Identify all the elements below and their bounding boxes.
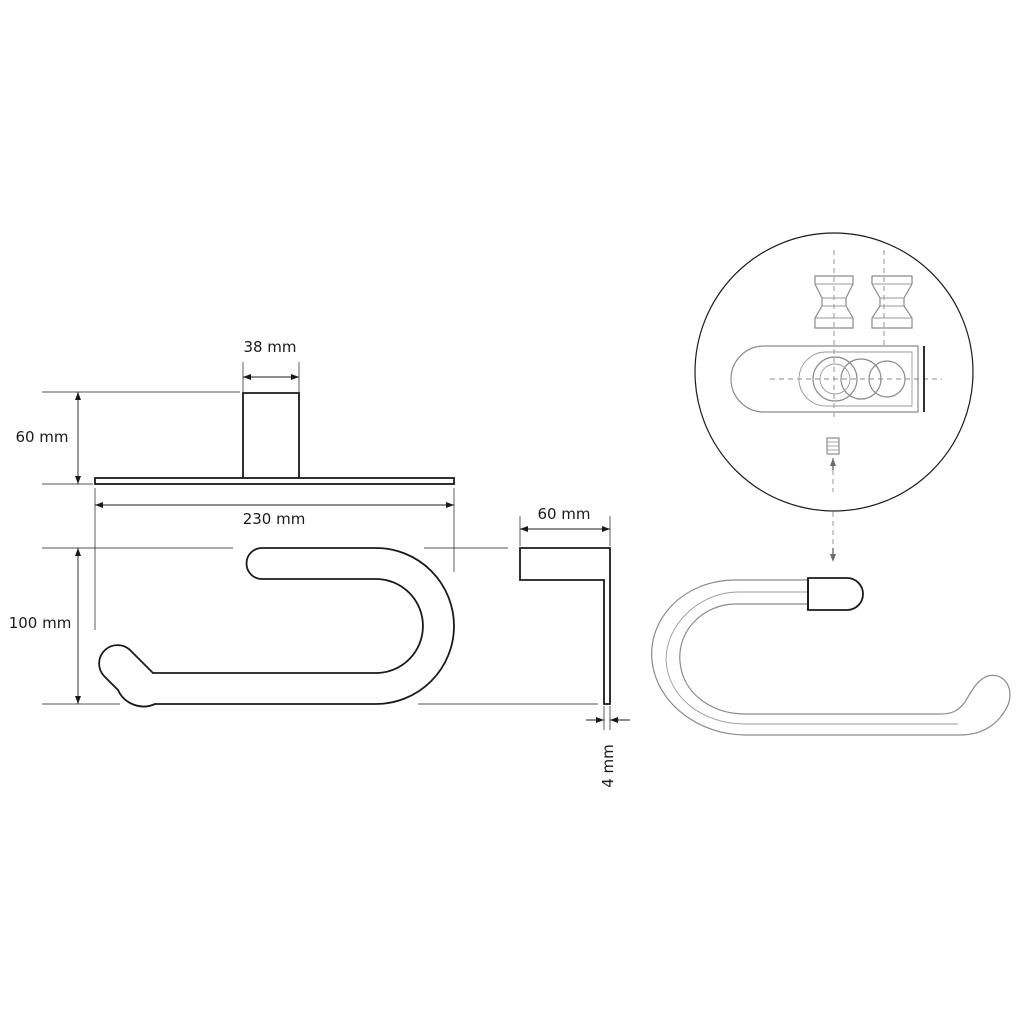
arrowhead: [596, 717, 604, 723]
arrowhead: [830, 554, 836, 562]
keyhole-screw-head: [819, 363, 851, 395]
perspective-hook-cap: [807, 577, 864, 611]
arrowhead: [520, 526, 528, 532]
arrowhead: [610, 717, 618, 723]
keyhole-small: [868, 360, 906, 398]
arrowhead: [291, 374, 299, 380]
arrowhead: [446, 502, 454, 508]
arrowhead: [830, 458, 836, 466]
mounting-bracket-outer: [730, 345, 919, 413]
arrowhead: [75, 476, 81, 484]
dimension-label-100: 100 mm: [9, 614, 72, 632]
dimension-label-60-depth: 60 mm: [537, 505, 590, 523]
top-view-mount-block: [242, 392, 300, 478]
dimension-label-38: 38 mm: [243, 338, 296, 356]
keyhole-large: [812, 356, 858, 402]
top-view: 38 mm 60 mm 230 mm: [15, 338, 455, 630]
dimension-label-60-height: 60 mm: [15, 428, 68, 446]
keyhole-mid: [840, 358, 882, 400]
detail-circle: [694, 232, 974, 512]
perspective-hook: [651, 577, 1011, 736]
dimension-label-230: 230 mm: [243, 510, 306, 528]
perspective-hook-outer: [651, 579, 1011, 736]
mounting-bracket-inner: [798, 351, 913, 407]
side-view: 60 mm 4 mm: [519, 505, 630, 788]
mounting-detail: [694, 232, 974, 562]
side-view-bracket: [519, 547, 611, 705]
top-view-plate: [94, 477, 455, 485]
dimension-label-4: 4 mm: [599, 744, 617, 788]
arrowhead: [75, 392, 81, 400]
arrowhead: [75, 548, 81, 556]
arrowhead: [243, 374, 251, 380]
front-view: 100 mm: [9, 547, 598, 708]
perspective-hook-inner-line: [665, 591, 958, 725]
arrowhead: [75, 696, 81, 704]
front-view-hook-outline: [98, 547, 455, 708]
arrowhead: [95, 502, 103, 508]
arrowhead: [602, 526, 610, 532]
